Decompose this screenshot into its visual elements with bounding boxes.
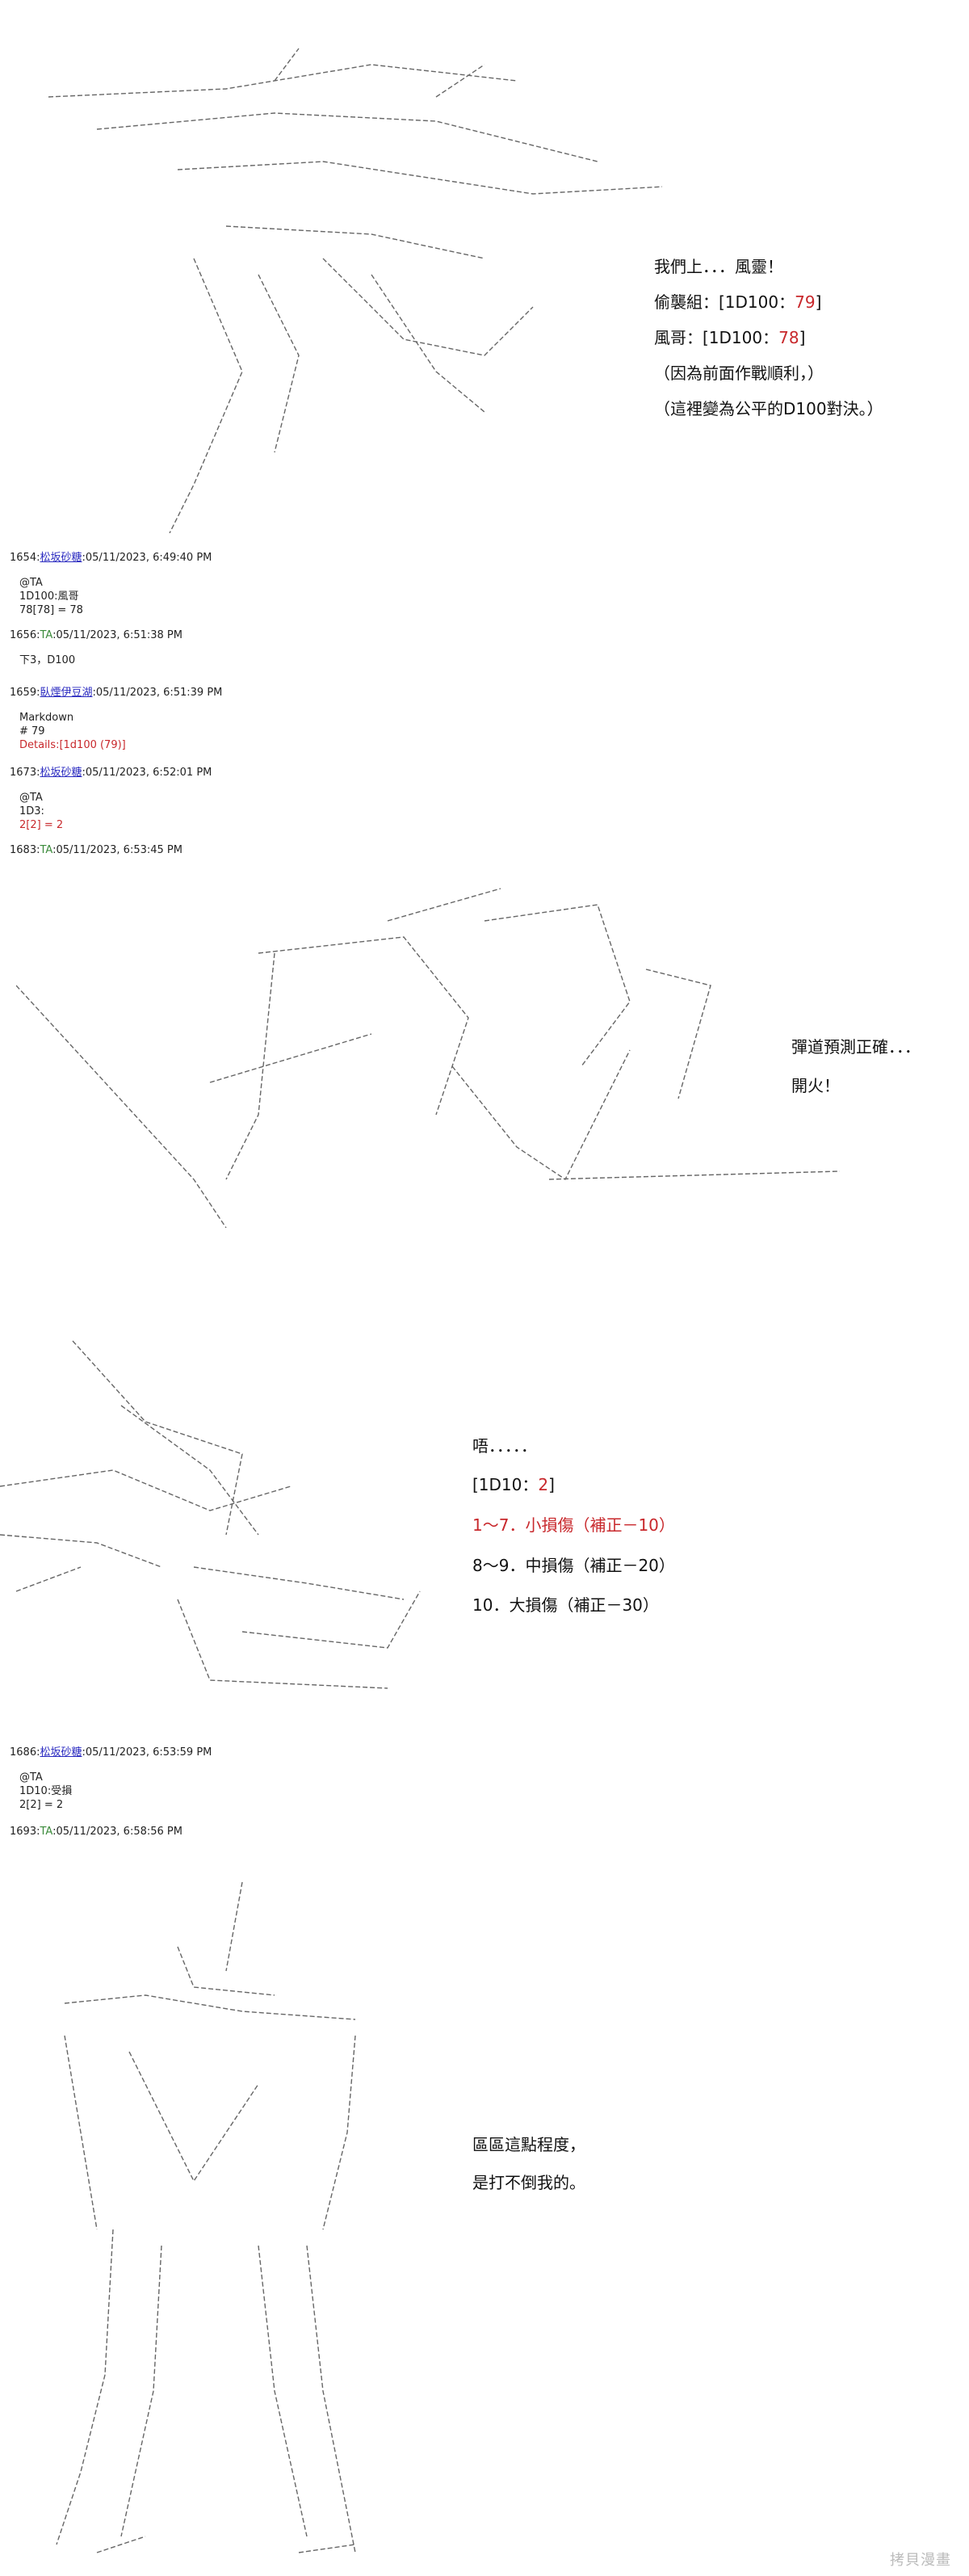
post-number: 1654 bbox=[10, 552, 37, 564]
post-user-link[interactable]: 松坂砂糖 bbox=[40, 767, 82, 779]
post-time: 05/11/2023, 6:53:45 PM bbox=[56, 844, 182, 856]
roll-bracket: ] bbox=[815, 292, 822, 312]
post-number: 1683 bbox=[10, 844, 37, 856]
roll-result: 79 bbox=[795, 292, 816, 312]
dialogue-line: 彈道預測正確．．． bbox=[791, 1037, 921, 1057]
roll-bracket: ] bbox=[548, 1475, 555, 1494]
damage-option: 8～9．中損傷（補正－20） bbox=[472, 1556, 675, 1575]
post-user: TA bbox=[40, 1826, 53, 1838]
post-line: 1D3: bbox=[19, 805, 44, 817]
post-line: 1D100:風哥 bbox=[19, 590, 79, 603]
dialogue-line: （因為前面作戰順利，） bbox=[654, 363, 824, 383]
post-user-link[interactable]: 松坂砂糖 bbox=[40, 552, 82, 564]
post-time: 05/11/2023, 6:49:40 PM bbox=[85, 552, 212, 564]
post-1693: 1693:TA:05/11/2023, 6:58:56 PM bbox=[10, 1826, 182, 1838]
roll-label: 偷襲組：[1D100： bbox=[654, 292, 795, 312]
post-user: TA bbox=[40, 844, 53, 856]
roll-bracket: ] bbox=[799, 328, 806, 347]
ascii-art-mecha-damaged bbox=[0, 1340, 421, 1689]
post-number: 1656 bbox=[10, 629, 37, 641]
post-number: 1673 bbox=[10, 767, 37, 779]
post-line: 2[2] = 2 bbox=[19, 1799, 64, 1811]
post-line: @TA bbox=[19, 792, 43, 804]
post-user-link[interactable]: 臥煙伊豆湖 bbox=[40, 687, 93, 699]
dialogue-line: 是打不倒我的。 bbox=[472, 2173, 585, 2192]
post-user: TA bbox=[40, 629, 53, 641]
post-roll-details: Details:[1d100 (79)] bbox=[19, 739, 126, 751]
dice-roll-line: [1D10：2] bbox=[472, 1475, 555, 1494]
ascii-art-mecha-flying bbox=[48, 48, 662, 533]
dialogue-line: 我們上．．．風靈！ bbox=[654, 257, 783, 276]
post-number: 1659 bbox=[10, 687, 37, 699]
post-1654: 1654:松坂砂糖:05/11/2023, 6:49:40 PM @TA 1D1… bbox=[10, 552, 212, 616]
post-time: 05/11/2023, 6:58:56 PM bbox=[56, 1826, 182, 1838]
dice-roll-line: 風哥：[1D100：78] bbox=[654, 328, 805, 347]
ascii-art-mecha-firing bbox=[16, 888, 841, 1228]
post-line: 1D10:受損 bbox=[19, 1785, 73, 1797]
post-1656: 1656:TA:05/11/2023, 6:51:38 PM 下3，D100 bbox=[10, 629, 182, 666]
post-line: 下3，D100 bbox=[19, 654, 76, 666]
post-time: 05/11/2023, 6:51:38 PM bbox=[56, 629, 182, 641]
post-line: 78[78] = 78 bbox=[19, 604, 83, 616]
post-line: Markdown bbox=[19, 712, 74, 724]
roll-label: 風哥：[1D100： bbox=[654, 328, 779, 347]
dialogue-line: 開火！ bbox=[791, 1076, 840, 1095]
post-number: 1686 bbox=[10, 1746, 37, 1759]
post-1673: 1673:松坂砂糖:05/11/2023, 6:52:01 PM @TA 1D3… bbox=[10, 767, 212, 831]
dice-roll-line: 偷襲組：[1D100：79] bbox=[654, 292, 821, 312]
post-time: 05/11/2023, 6:53:59 PM bbox=[85, 1746, 212, 1759]
roll-result: 2 bbox=[538, 1475, 549, 1494]
post-time: 05/11/2023, 6:51:39 PM bbox=[95, 687, 223, 699]
post-line: @TA bbox=[19, 1771, 43, 1784]
dialogue-line: 唔．．．．． bbox=[472, 1436, 537, 1456]
watermark: 拷貝漫畫 bbox=[890, 2552, 951, 2569]
damage-option-selected: 1～7．小損傷（補正－10） bbox=[472, 1515, 675, 1535]
post-line: @TA bbox=[19, 577, 43, 589]
dialogue-line: 區區這點程度， bbox=[472, 2135, 585, 2154]
roll-result: 78 bbox=[778, 328, 799, 347]
post-line: # 79 bbox=[19, 725, 45, 738]
dialogue-line: （這裡變為公平的D100對決。） bbox=[654, 399, 883, 418]
post-1659: 1659:臥煙伊豆湖:05/11/2023, 6:51:39 PM Markdo… bbox=[10, 687, 223, 751]
post-1686: 1686:松坂砂糖:05/11/2023, 6:53:59 PM @TA 1D1… bbox=[10, 1746, 212, 1811]
damage-option: 10．大損傷（補正－30） bbox=[472, 1595, 659, 1615]
roll-label: [1D10： bbox=[472, 1475, 539, 1494]
post-number: 1693 bbox=[10, 1826, 37, 1838]
post-time: 05/11/2023, 6:52:01 PM bbox=[85, 767, 212, 779]
ascii-art-mecha-standing bbox=[56, 1881, 356, 2553]
post-user-link[interactable]: 松坂砂糖 bbox=[40, 1746, 82, 1759]
post-roll-result: 2[2] = 2 bbox=[19, 819, 64, 831]
post-1683: 1683:TA:05/11/2023, 6:53:45 PM bbox=[10, 844, 182, 856]
